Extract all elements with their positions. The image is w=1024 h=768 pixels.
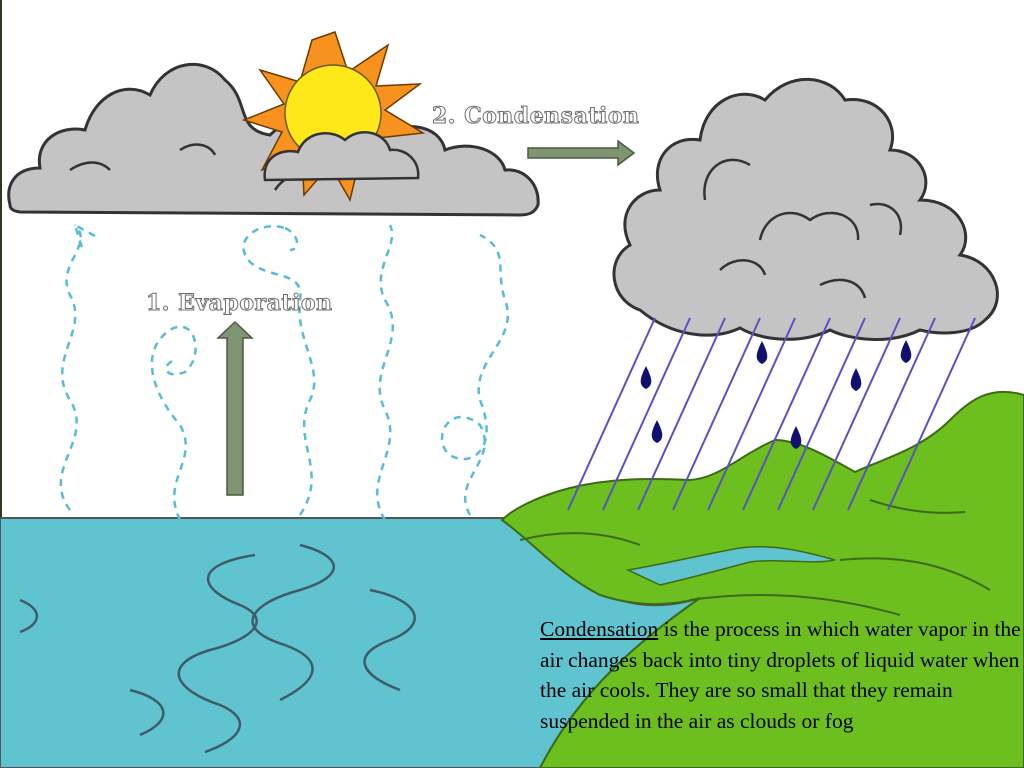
land-contours [519,499,991,616]
condensation-term: Condensation [540,617,659,641]
water-waves [19,543,416,754]
condensation-label: 2. Condensation [432,103,640,130]
rain-streaks [567,317,976,511]
condensation-arrow [527,139,636,167]
condensation-definition-text: is the process in which water vapor in t… [540,617,1021,733]
river [625,546,836,586]
left-cloud-front [263,131,420,182]
raindrops [640,340,912,449]
vapor-lines [59,222,509,521]
condensation-definition: Condensation is the process in which wat… [540,614,1022,736]
right-cloud [612,77,999,341]
evaporation-arrow [216,320,254,496]
evaporation-label: 1. Evaporation [146,290,333,317]
right-cloud-details [703,158,903,299]
